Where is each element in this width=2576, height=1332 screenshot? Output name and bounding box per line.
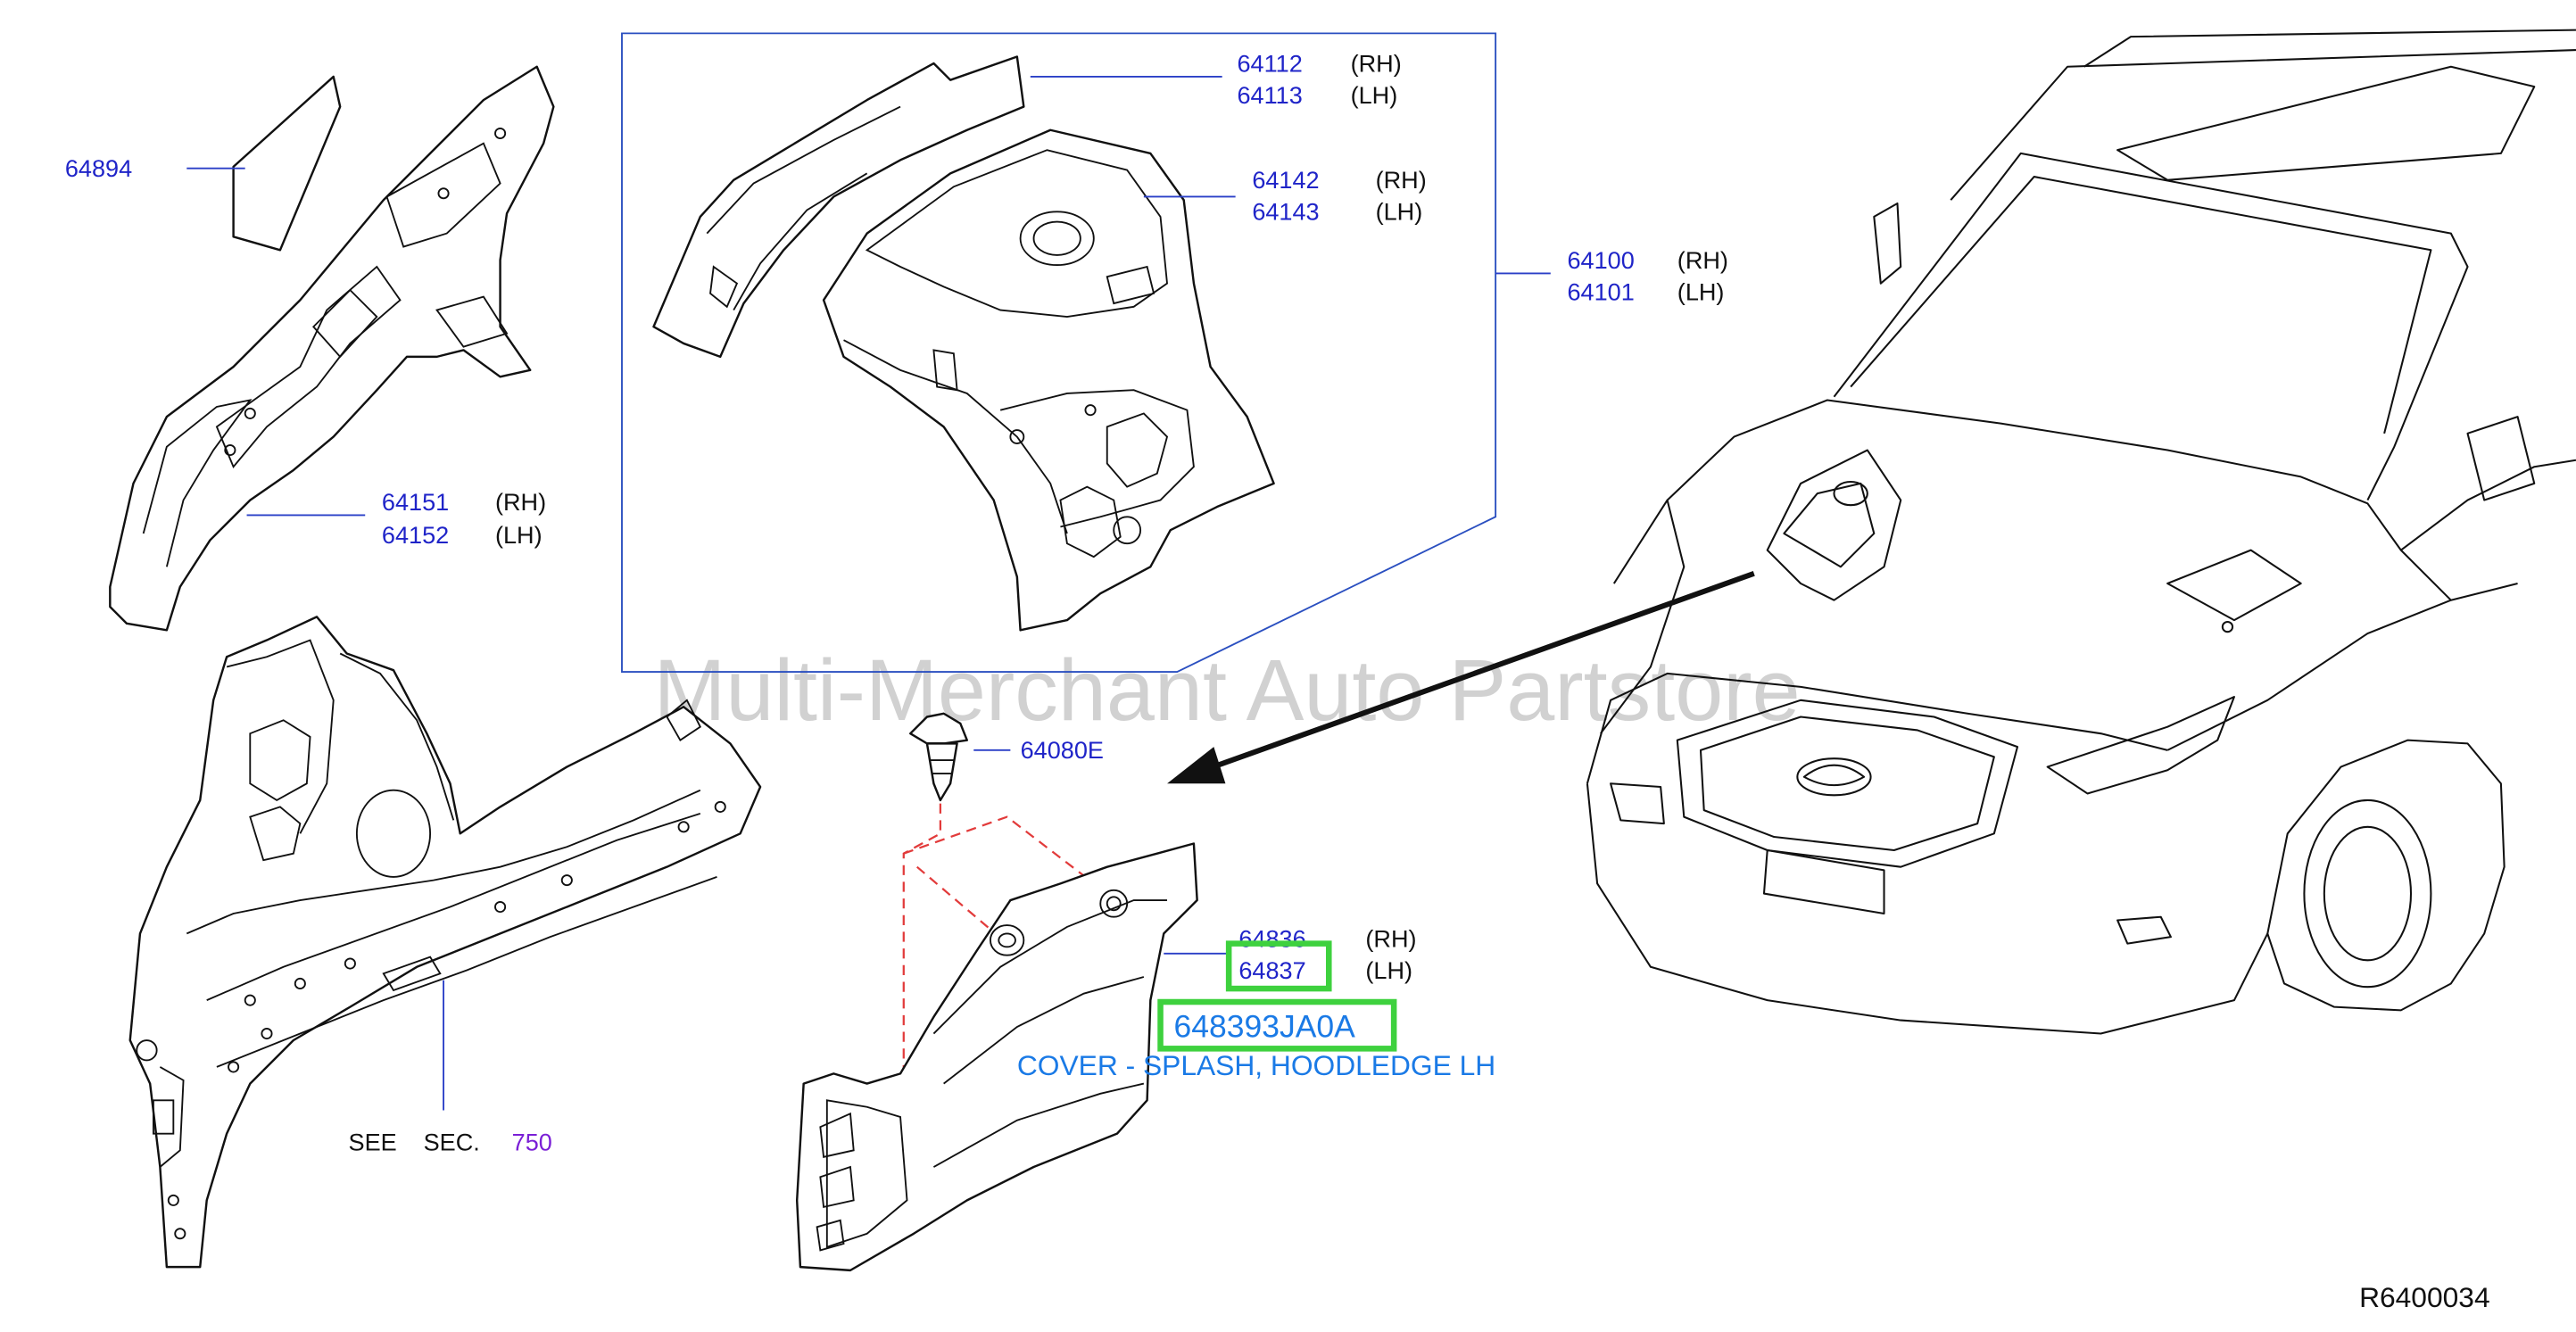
part-number-64101[interactable]: 64101 [1567,277,1634,305]
side-64101: (LH) [1677,277,1725,305]
side-64837: (LH) [1365,956,1412,984]
watermark: Multi-Merchant Auto Partstore [653,641,1800,739]
part-number-64142[interactable]: 64142 [1252,166,1319,194]
part-64151-drawing [109,65,555,632]
part-number-64100[interactable]: 64100 [1567,246,1634,274]
part-number-64143[interactable]: 64143 [1252,198,1319,226]
part-64894-drawing [232,75,342,252]
part-64112-drawing [652,55,1025,359]
part-number-64151[interactable]: 64151 [382,488,449,516]
highlight-box-part-number [1157,998,1397,1052]
assembly-frame-64100 [621,32,1497,673]
section-750-link[interactable]: 750 [512,1128,552,1155]
side-64100: (RH) [1677,246,1728,274]
part-number-64836[interactable]: 64836 [1238,924,1305,952]
hoodledge-assembly-drawing [128,616,762,1269]
part-number-64152[interactable]: 64152 [382,521,449,549]
side-64151: (RH) [495,488,546,516]
part-number-64080e[interactable]: 64080E [1021,736,1104,764]
highlight-box-64837 [1225,940,1332,992]
part-64142-drawing [822,128,1275,632]
side-64143: (LH) [1376,198,1423,226]
highlighted-part-number[interactable]: 648393JA0A [1173,1008,1355,1044]
diagram-code: R6400034 [2359,1281,2490,1313]
location-arrow [1167,570,1755,784]
sec-label: SEC. [424,1128,480,1155]
part-number-64113[interactable]: 64113 [1238,81,1303,109]
side-64142: (RH) [1376,166,1427,194]
vehicle-illustration [1586,29,2576,1035]
side-64836: (RH) [1365,924,1416,952]
part-number-64112[interactable]: 64112 [1238,49,1303,77]
part-number-64894[interactable]: 64894 [65,154,132,182]
see-label: SEE [349,1128,397,1155]
part-number-64837[interactable]: 64837 [1238,956,1305,984]
side-64112: (RH) [1351,49,1402,77]
side-64113: (LH) [1351,81,1398,109]
splash-cover-drawing [795,842,1198,1272]
highlighted-part-description: COVER - SPLASH, HOODLEDGE LH [1017,1049,1495,1081]
side-64152: (LH) [495,521,543,549]
clip-64080e-drawing [909,712,969,802]
